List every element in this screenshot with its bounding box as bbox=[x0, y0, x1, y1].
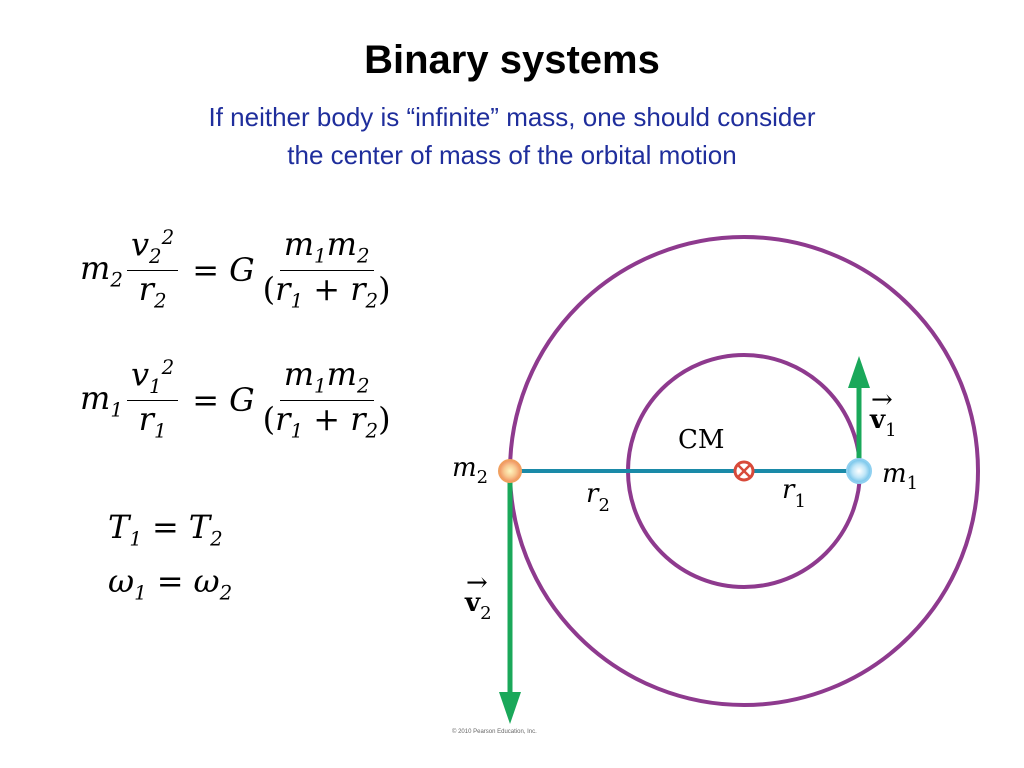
r1-label: r1 bbox=[782, 475, 806, 512]
binary-orbit-diagram: CM m2 m1 r2 r1 → v1 → v2 bbox=[452, 235, 980, 724]
body-m1 bbox=[846, 458, 872, 484]
slide-title: Binary systems bbox=[364, 38, 660, 82]
v1-label: → v1 bbox=[869, 385, 897, 441]
subtitle-line-1: If neither body is “infinite” mass, one … bbox=[208, 102, 816, 132]
svg-text:→: → bbox=[466, 568, 488, 598]
equation-angular-velocity-equal: ω1=ω2 bbox=[108, 562, 233, 605]
v2-label: → v2 bbox=[464, 568, 492, 624]
slide-subtitle: If neither body is “infinite” mass, one … bbox=[0, 98, 1024, 174]
svg-text:→: → bbox=[871, 385, 893, 415]
cm-label: CM bbox=[678, 425, 725, 455]
svg-text:v1: v1 bbox=[869, 405, 897, 441]
velocity-v2-arrowhead bbox=[499, 692, 521, 724]
body-m2 bbox=[498, 459, 522, 483]
velocity-v1-arrowhead bbox=[848, 356, 870, 388]
subtitle-line-2: the center of mass of the orbital motion bbox=[287, 140, 737, 170]
r2-label: r2 bbox=[586, 479, 610, 516]
center-of-mass-marker bbox=[733, 460, 755, 482]
m2-label: m2 bbox=[452, 453, 488, 488]
m1-label: m1 bbox=[882, 459, 918, 494]
copyright-notice: © 2010 Pearson Education, Inc. bbox=[452, 729, 537, 735]
equation-periods-equal: T1=T2 bbox=[108, 508, 223, 551]
svg-text:v2: v2 bbox=[464, 588, 492, 624]
